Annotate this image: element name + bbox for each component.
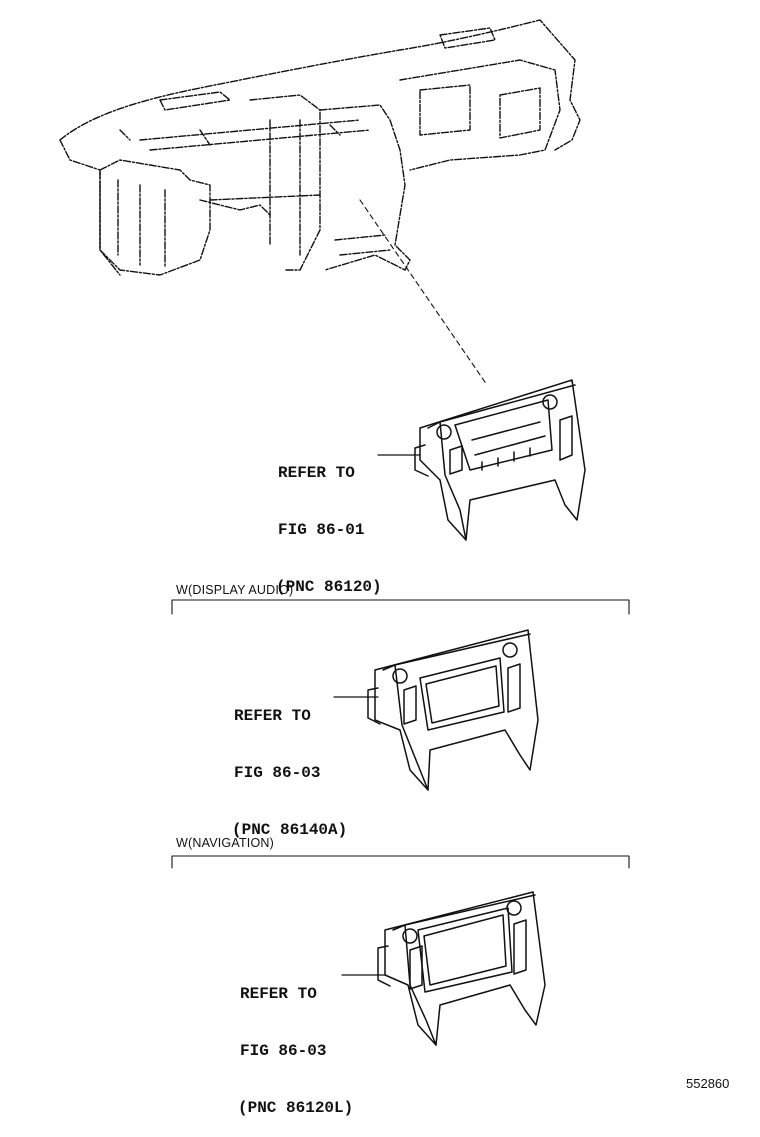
head-unit-navigation xyxy=(377,891,546,1046)
callout-display-audio-line3: (PNC 86140A) xyxy=(232,821,348,839)
head-unit-display-audio xyxy=(367,629,539,791)
callout-navigation-line1: REFER TO xyxy=(240,985,317,1003)
callout-audio-line1: REFER TO xyxy=(278,464,355,482)
parts-diagram xyxy=(59,19,630,1046)
figure-id: 552860 xyxy=(686,1076,730,1091)
callout-navigation-line2: FIG 86-03 xyxy=(240,1042,327,1060)
callout-display-audio-line1: REFER TO xyxy=(234,707,311,725)
callout-audio-line3: (PNC 86120) xyxy=(276,578,382,596)
section-bracket-navigation xyxy=(171,855,630,869)
callout-navigation-line3: (PNC 86120L) xyxy=(238,1099,354,1117)
section-label-display-audio: W(DISPLAY AUDIO) xyxy=(176,583,294,597)
callout-audio-line2: FIG 86-01 xyxy=(278,521,365,539)
section-bracket-display-audio xyxy=(171,599,630,615)
section-label-navigation: W(NAVIGATION) xyxy=(176,836,274,850)
dashboard-frame xyxy=(59,19,581,276)
callout-navigation: REFER TO FIG 86-03 (PNC 86120L) xyxy=(238,947,353,1137)
callout-display-audio: REFER TO FIG 86-03 (PNC 86140A) xyxy=(232,669,347,859)
callout-display-audio-line2: FIG 86-03 xyxy=(234,764,321,782)
leader-dashed xyxy=(359,199,488,386)
head-unit-audio xyxy=(414,379,586,541)
callout-audio: REFER TO FIG 86-01 (PNC 86120) xyxy=(276,426,382,616)
